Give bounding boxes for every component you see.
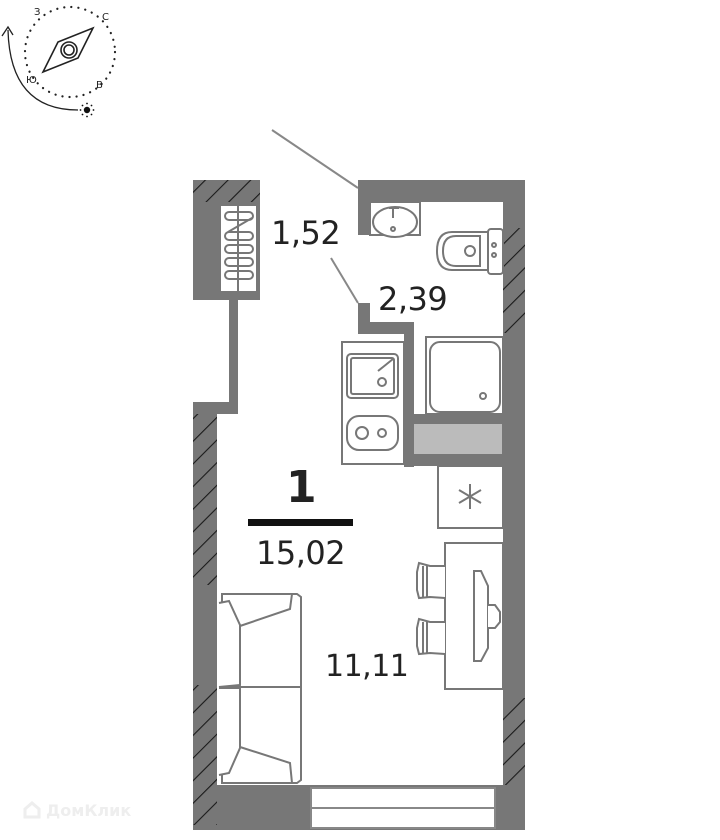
right-wall (503, 180, 525, 830)
sofa (218, 593, 302, 784)
hallway-leader-line (330, 257, 359, 304)
shower-tray (425, 336, 504, 415)
radiator (219, 204, 258, 293)
rotation-arrow-icon (7, 29, 79, 111)
house-logo-icon (23, 801, 41, 819)
compass-south-label: Ю (26, 75, 37, 86)
desk (444, 542, 504, 690)
room-count-divider (248, 519, 353, 526)
sun-icon (79, 102, 95, 118)
washbasin (369, 201, 421, 238)
left-wall (193, 414, 217, 824)
window (310, 787, 496, 829)
entrance-leader-line (271, 129, 359, 189)
compass: З С Ю В (0, 0, 130, 125)
living-area-label: 11,11 (325, 649, 409, 684)
watermark-text: ДомКлик (46, 800, 132, 820)
bathroom-area-label: 2,39 (378, 280, 448, 318)
compass-needle-icon (41, 26, 95, 74)
toilet (435, 228, 504, 275)
hallway-area-label: 1,52 (271, 214, 341, 252)
fridge (437, 465, 504, 529)
compass-west-label: З (34, 7, 41, 18)
room-count-label: 1 (286, 462, 317, 513)
total-area-label: 15,02 (256, 534, 346, 572)
kitchen-unit (341, 341, 405, 465)
compass-east-label: В (96, 80, 103, 91)
compass-north-label: С (102, 12, 109, 23)
chairs (416, 561, 446, 656)
inner-walls (358, 303, 504, 467)
watermark: ДомКлик (22, 800, 131, 820)
compass-graphic (1, 5, 117, 118)
